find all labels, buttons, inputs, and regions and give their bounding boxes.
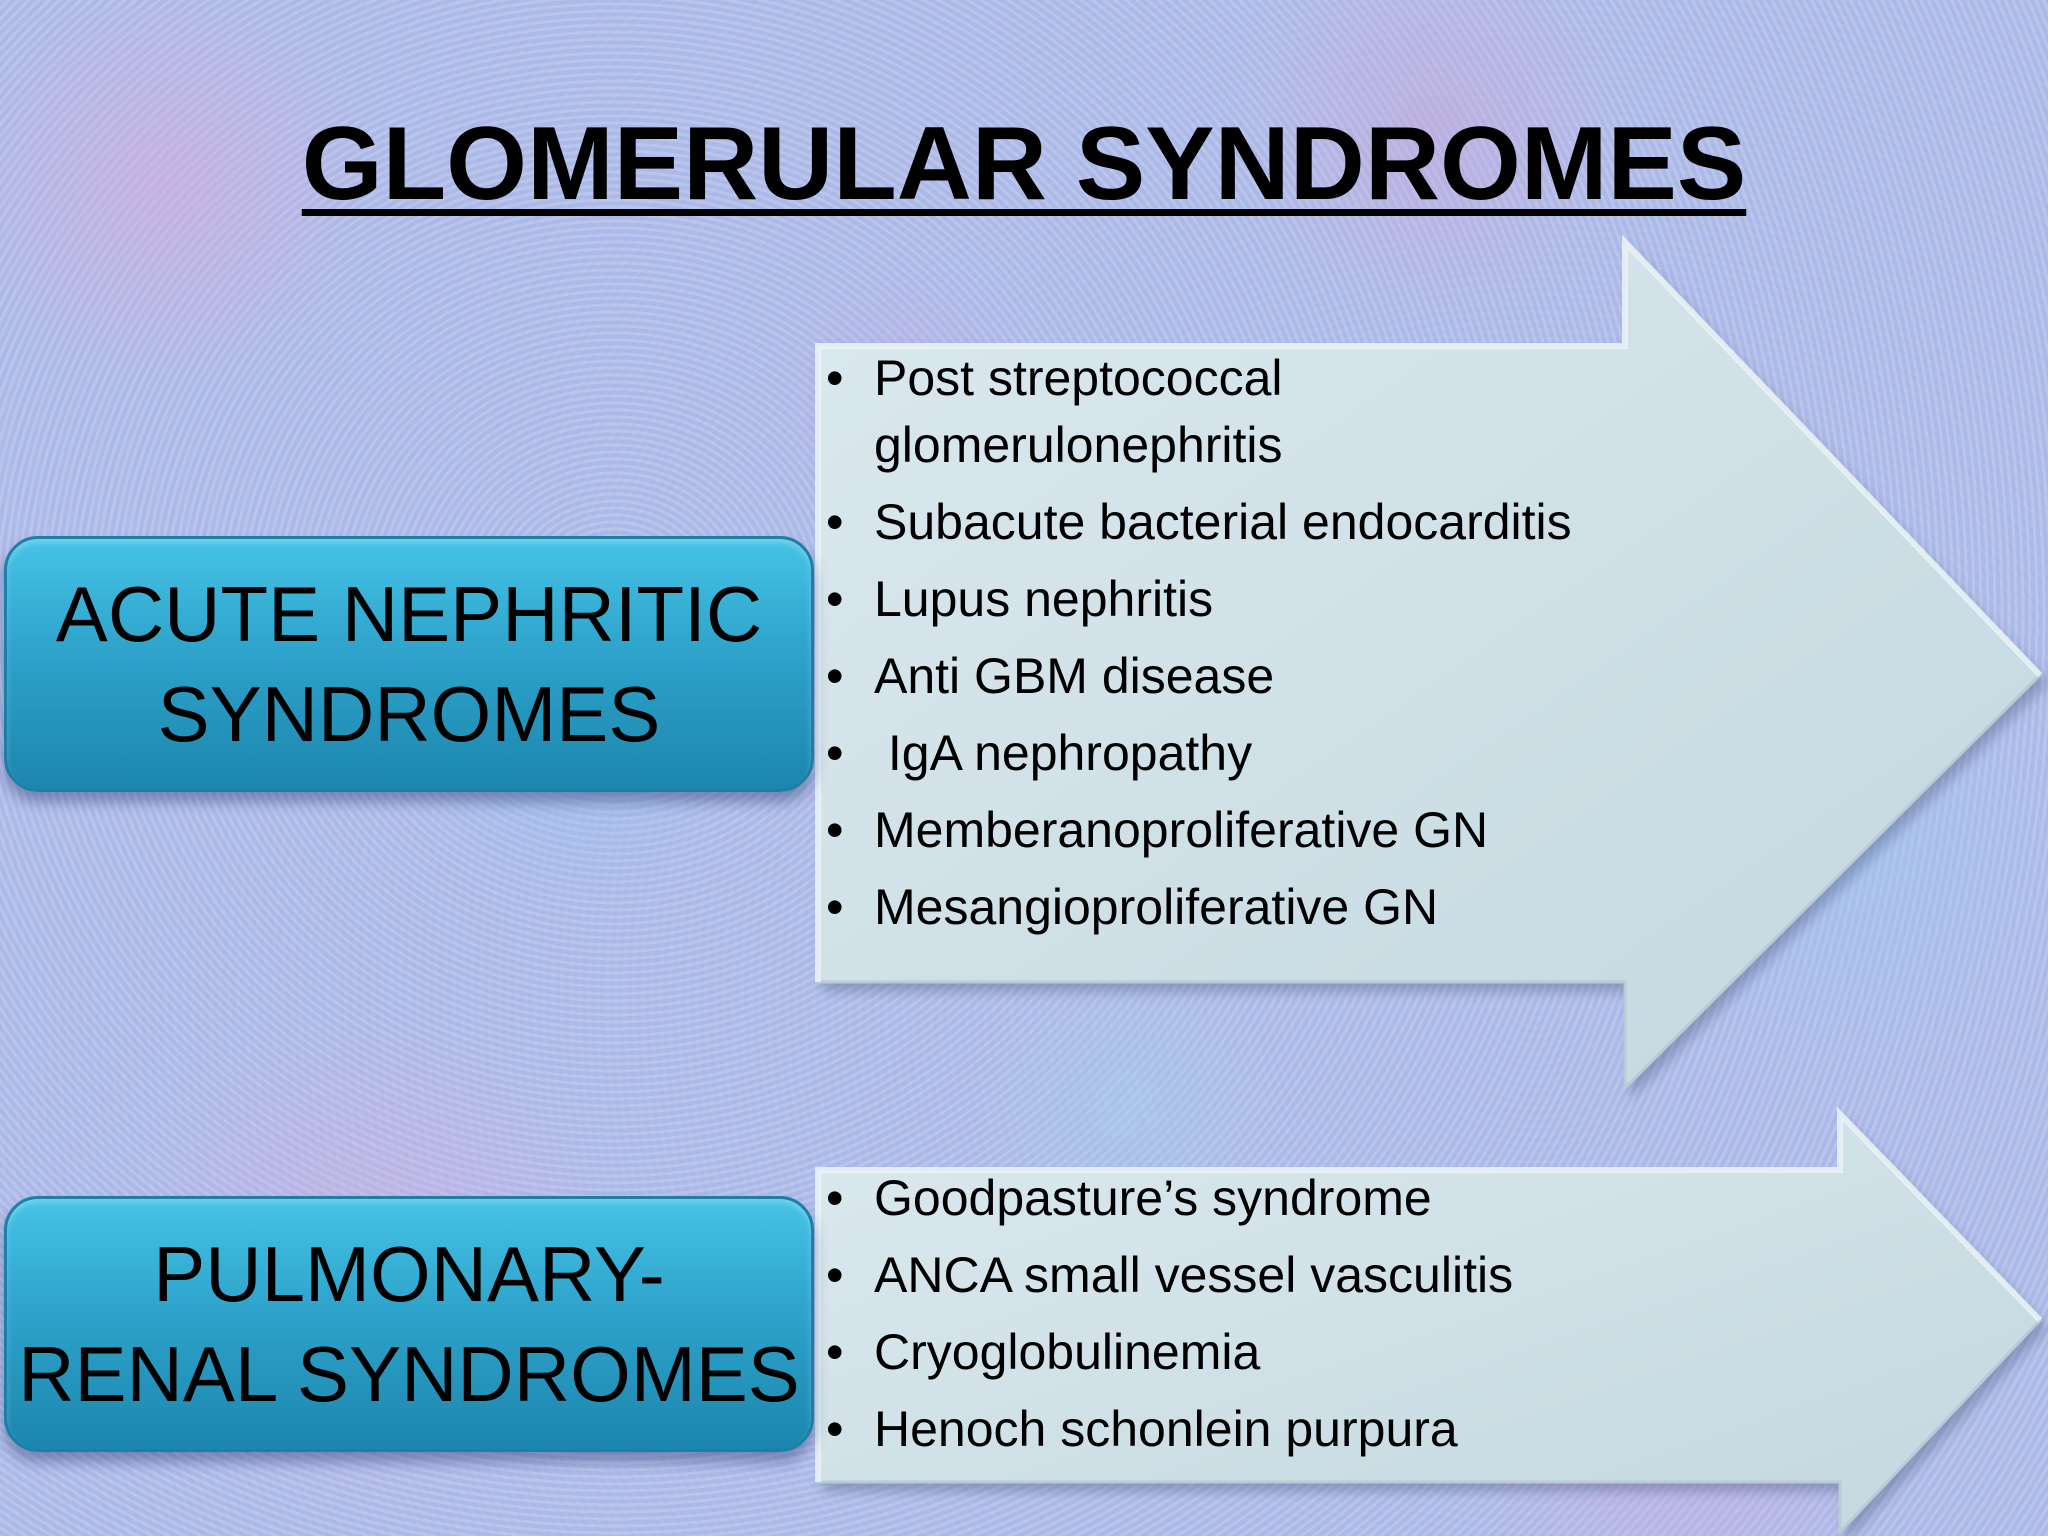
bullet-icon: • — [826, 1324, 844, 1380]
list-item: • Anti GBM disease — [822, 643, 1702, 710]
arrow-bevel-acute — [815, 234, 2043, 982]
bullet-icon: • — [826, 879, 844, 935]
list-item-text: Cryoglobulinemia — [874, 1324, 1261, 1380]
list-item: • Goodpasture’s syndrome — [822, 1165, 1702, 1232]
list-item-text: Goodpasture’s syndrome — [874, 1170, 1432, 1226]
list-item-text: IgA nephropathy — [874, 725, 1253, 781]
heading-line: PULMONARY- — [153, 1230, 665, 1318]
list-item: • Memberanoproliferative GN — [822, 797, 1702, 864]
bullet-icon: • — [826, 571, 844, 627]
pulmonary-renal-heading-box: PULMONARY- RENAL SYNDROMES — [4, 1196, 814, 1452]
list-item: • ANCA small vessel vasculitis — [822, 1242, 1702, 1309]
list-item: • Mesangioproliferative GN — [822, 874, 1702, 941]
list-item-text: ANCA small vessel vasculitis — [874, 1247, 1514, 1303]
list-item: • Subacute bacterial endocarditis — [822, 489, 1702, 556]
list-item: • Post streptococcal glomerulonephritis — [822, 345, 1702, 479]
heading-line: ACUTE NEPHRITIC — [55, 570, 763, 658]
bullet-icon: • — [826, 802, 844, 858]
bullet-icon: • — [826, 350, 844, 406]
list-item-text: Lupus nephritis — [874, 571, 1214, 627]
list-item: • IgA nephropathy — [822, 720, 1702, 787]
acute-nephritic-list: • Post streptococcal glomerulonephritis •… — [822, 345, 1702, 951]
list-item-text: Henoch schonlein purpura — [874, 1401, 1458, 1457]
page-title: GLOMERULAR SYNDROMES — [0, 100, 2048, 228]
heading-line: RENAL SYNDROMES — [18, 1330, 800, 1418]
list-item: • Henoch schonlein purpura — [822, 1396, 1702, 1463]
list-item-text: Anti GBM disease — [874, 648, 1275, 704]
bullet-icon: • — [826, 648, 844, 704]
list-item-text: Post streptococcal glomerulonephritis — [874, 350, 1283, 473]
bullet-icon: • — [826, 1247, 844, 1303]
list-item: • Cryoglobulinemia — [822, 1319, 1702, 1386]
arrow-bevel-pulmonary — [815, 1106, 2043, 1482]
bullet-icon: • — [826, 725, 844, 781]
page-title-text: GLOMERULAR SYNDROMES — [301, 106, 1747, 222]
heading-line: SYNDROMES — [157, 670, 661, 758]
bullet-icon: • — [826, 1170, 844, 1226]
list-item-text: Memberanoproliferative GN — [874, 802, 1489, 858]
acute-nephritic-heading-box: ACUTE NEPHRITIC SYNDROMES — [4, 536, 814, 792]
list-item: • Lupus nephritis — [822, 566, 1702, 633]
list-item-text: Subacute bacterial endocarditis — [874, 494, 1572, 550]
bullet-icon: • — [826, 1401, 844, 1457]
bullet-icon: • — [826, 494, 844, 550]
pulmonary-renal-list: • Goodpasture’s syndrome • ANCA small vess… — [822, 1165, 1702, 1473]
list-item-text: Mesangioproliferative GN — [874, 879, 1439, 935]
